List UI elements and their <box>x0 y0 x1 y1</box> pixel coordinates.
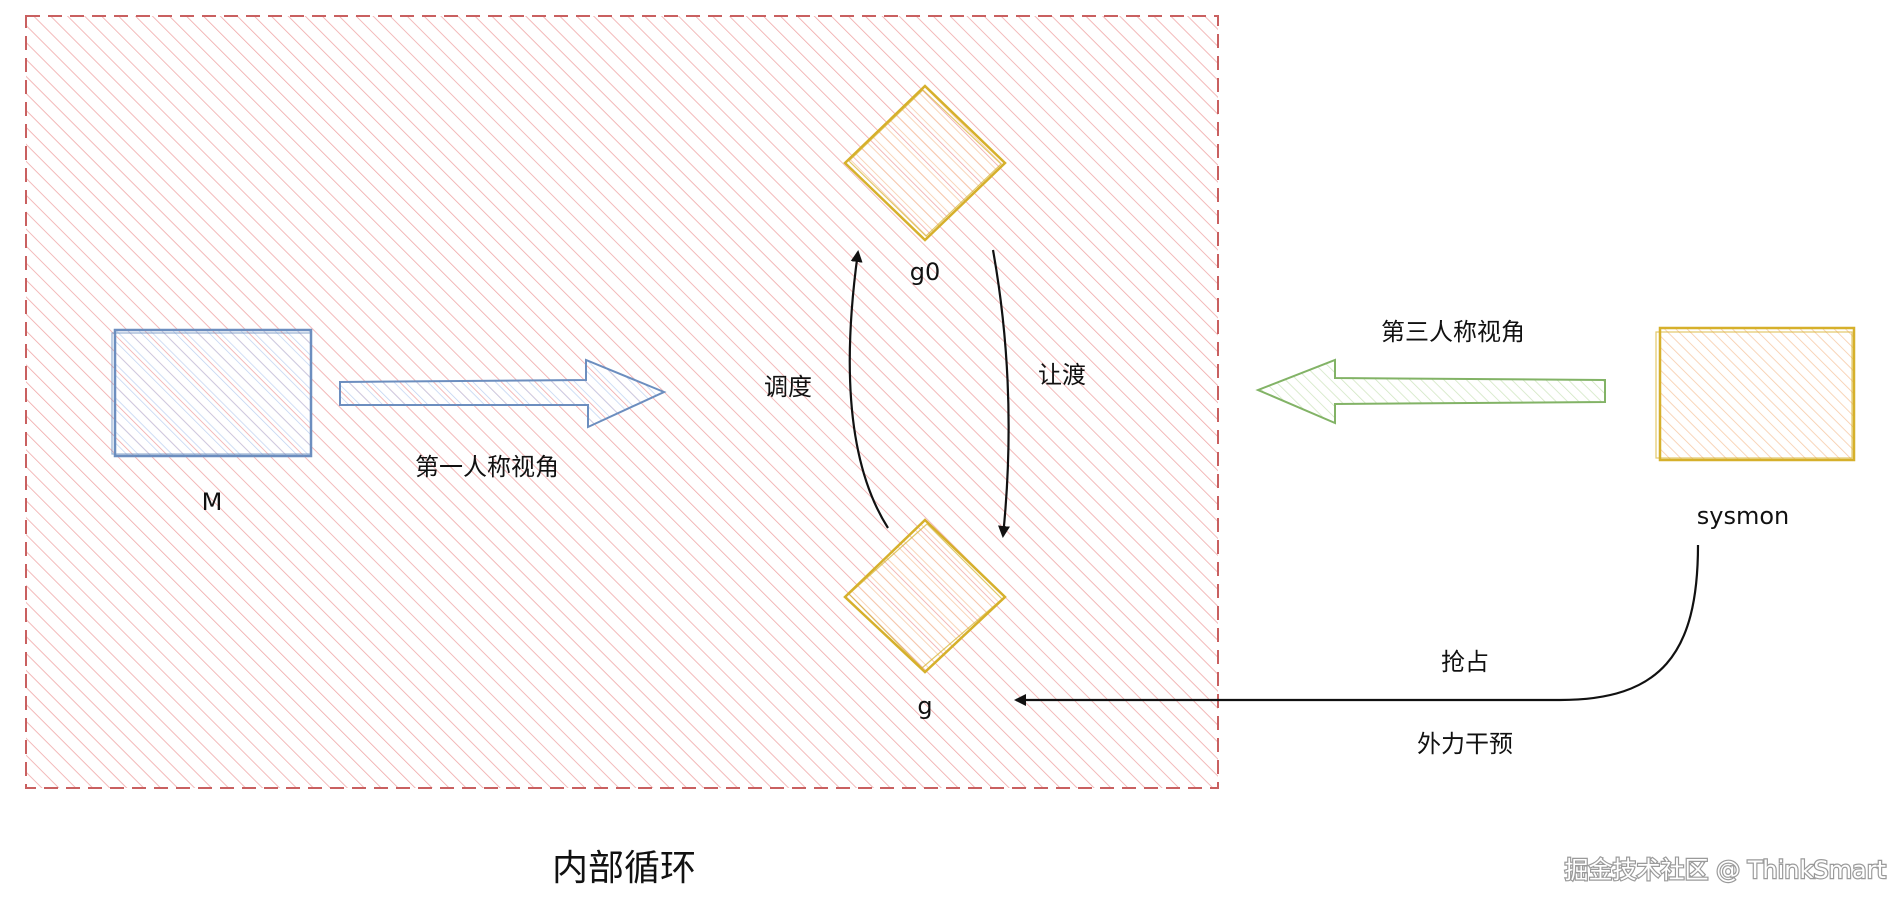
node-m-label: M <box>202 488 223 516</box>
node-g-border <box>843 518 1007 674</box>
edge-preempt-label: 抢占 <box>1441 648 1489 676</box>
watermark-text: 掘金技术社区 @ ThinkSmart <box>1564 856 1886 884</box>
node-m-fill <box>115 330 311 456</box>
edge-first-person <box>339 358 667 429</box>
inner-loop-label: 内部循环 <box>552 848 696 889</box>
node-sysmon[interactable] <box>1655 326 1856 462</box>
preempt-arrow <box>1014 544 1700 706</box>
node-g0-label: g0 <box>910 258 941 286</box>
edge-third-person <box>1255 358 1606 425</box>
node-m[interactable] <box>111 328 313 458</box>
edge-yield-label: 让渡 <box>1038 361 1086 389</box>
schedule-arrow <box>848 250 889 529</box>
third-person-arrow <box>1255 358 1606 425</box>
node-sysmon-fill <box>1660 328 1854 460</box>
edge-preempt <box>1014 544 1700 706</box>
inner-loop-border <box>25 15 1219 789</box>
node-g0-border <box>843 84 1007 242</box>
first-person-arrow <box>339 358 667 429</box>
node-sysmon-border-sketch <box>1655 331 1853 459</box>
node-m-border-sketch <box>111 332 312 455</box>
edge-first-person-label: 第一人称视角 <box>415 453 559 481</box>
edge-schedule <box>848 250 889 529</box>
node-sysmon-label: sysmon <box>1697 502 1789 530</box>
node-g[interactable] <box>843 518 1007 674</box>
edge-preempt-sublabel: 外力干预 <box>1417 730 1513 758</box>
node-g0-border-sketch <box>848 89 1002 237</box>
yield-arrow <box>991 249 1010 538</box>
edge-third-person-label: 第三人称视角 <box>1381 318 1525 346</box>
edge-schedule-label: 调度 <box>764 373 812 401</box>
edge-yield <box>991 249 1010 538</box>
node-sysmon-border <box>1658 326 1856 462</box>
node-g0[interactable] <box>843 84 1007 242</box>
node-g-border-sketch <box>848 523 1003 669</box>
node-g-label: g <box>917 692 932 720</box>
